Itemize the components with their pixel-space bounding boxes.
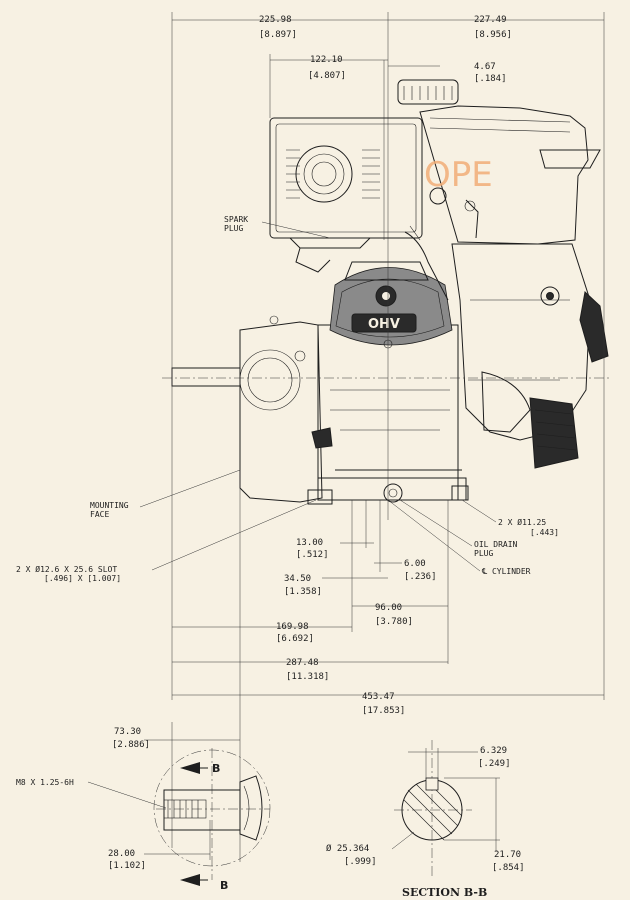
dim-thread-depth-mm: 28.00: [108, 849, 135, 859]
callout-holes-1: 2 X Ø11.25: [498, 517, 546, 527]
dim-287-in: [11.318]: [286, 672, 329, 682]
dim-13-mm: 13.00: [296, 538, 323, 548]
section-arrow-top: [180, 762, 200, 774]
dim-key-depth-mm: 21.70: [494, 850, 521, 860]
engine-body: OHV: [162, 79, 612, 505]
ohv-badge: OHV: [368, 317, 400, 332]
dim-169-mm: 169.98: [276, 622, 309, 632]
callout-oil-drain-2: PLUG: [474, 549, 493, 558]
section-title: SECTION B-B: [402, 886, 487, 899]
crankcase-cover: [239, 321, 323, 503]
starter-cup: [529, 397, 579, 469]
dim-6-mm: 6.00: [404, 559, 426, 569]
callout-spark-plug-2: PLUG: [224, 224, 243, 233]
fuel-cap: [397, 79, 459, 105]
dim-shaft-length-in: [2.886]: [112, 740, 150, 750]
dim-thread-depth-in: [1.102]: [108, 861, 146, 871]
dim-overall-mm: 453.47: [362, 692, 395, 702]
oil-sump: [317, 477, 467, 501]
watermark: OPE: [424, 155, 493, 195]
callout-holes-2: [.443]: [530, 528, 559, 537]
governor-knob: [540, 286, 560, 306]
dim-overall-in: [17.853]: [362, 706, 405, 716]
dim-key-width-in: [.249]: [478, 759, 511, 769]
callout-thread: M8 X 1.25-6H: [16, 778, 74, 787]
mounting-foot-left: [307, 489, 333, 505]
dim-287-mm: 287.48: [286, 658, 319, 668]
dim-key-width-mm: 6.329: [480, 746, 507, 756]
dim-6-in: [.236]: [404, 572, 437, 582]
top-dimensions: 225.98 [8.897] 227.49 [8.956] 122.10 [4.…: [171, 12, 605, 700]
keyway: [425, 777, 439, 791]
section-b-b: 6.329 [.249] 21.70 [.854] Ø 25.364 [.999…: [326, 740, 525, 899]
dim-shaft-diameter-mm: Ø 25.364: [326, 843, 369, 854]
dim-top-left-in: [8.897]: [259, 30, 297, 40]
oil-fill-cap: [311, 427, 333, 449]
callout-cylinder: ℄ CYLINDER: [481, 567, 531, 576]
mounting-foot-right: [451, 485, 469, 501]
air-cleaner-port: [295, 145, 353, 203]
callout-slot-1: 2 X Ø12.6 X 25.6 SLOT: [16, 564, 117, 574]
fuel-tank: [419, 105, 589, 245]
pto-shaft: [171, 367, 241, 387]
dim-34-mm: 34.50: [284, 574, 311, 584]
dim-shroud-in: [4.807]: [308, 71, 346, 81]
lower-dimensions: 13.00 [.512] 6.00 [.236] 34.50 [1.358] 9…: [172, 500, 604, 716]
dim-shaft-diameter-in: [.999]: [344, 857, 377, 867]
callout-oil-drain-1: OIL DRAIN: [474, 540, 518, 549]
dim-34-in: [1.358]: [284, 587, 322, 597]
section-marker-top: B: [212, 762, 220, 775]
dim-96-mm: 96.00: [375, 603, 402, 613]
tank-fitting: [429, 187, 447, 205]
shaft-detail: 73.30 [2.886] M8 X 1.25-6H 28.00 [1.102]…: [16, 722, 271, 892]
air-cleaner-housing: [269, 117, 423, 239]
dim-shroud-mm: 122.10: [310, 55, 343, 65]
dim-top-left-mm: 225.98: [259, 15, 292, 25]
callout-mounting-face-2: FACE: [90, 510, 109, 519]
dim-shaft-length-mm: 73.30: [114, 727, 141, 737]
dim-13-in: [.512]: [296, 550, 329, 560]
callout-slot-2: [.496] X [1.007]: [44, 574, 121, 583]
dim-offset-mm: 4.67: [474, 62, 496, 72]
callout-spark-plug-1: SPARK: [224, 215, 248, 224]
section-marker-bottom: B: [220, 879, 228, 892]
starter-handle: [579, 291, 609, 363]
section-arrow-bottom: [180, 874, 200, 886]
dim-top-right-mm: 227.49: [474, 15, 507, 25]
dim-96-in: [3.780]: [375, 617, 413, 627]
dim-key-depth-in: [.854]: [492, 863, 525, 873]
dim-169-in: [6.692]: [276, 634, 314, 644]
oil-drain-plug: [383, 483, 403, 503]
dim-top-right-in: [8.956]: [474, 30, 512, 40]
callout-mounting-face-1: MOUNTING: [90, 501, 129, 510]
dim-offset-in: [.184]: [474, 74, 507, 84]
